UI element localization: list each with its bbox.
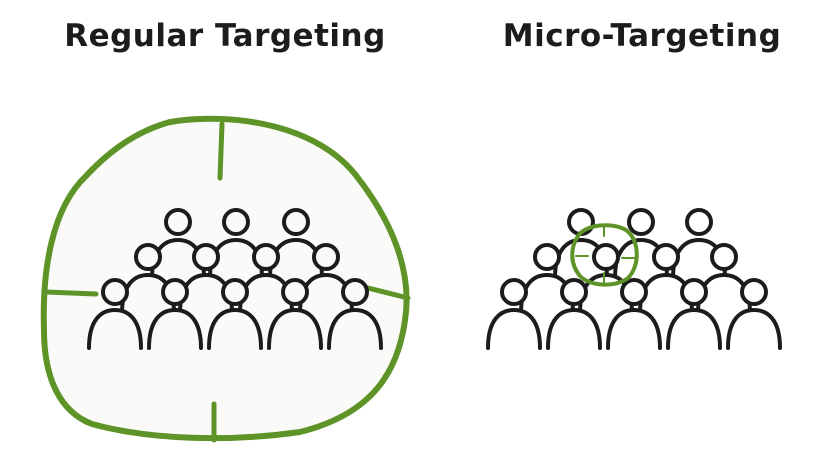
person-icon — [671, 208, 727, 280]
person-icon — [298, 243, 354, 315]
person-icon — [606, 278, 662, 350]
large-target-tick-right — [365, 285, 411, 301]
large-target-tick-top — [217, 121, 225, 181]
large-target-circle-icon — [40, 115, 411, 443]
person-icon — [178, 243, 234, 315]
small-target-ring — [570, 223, 639, 287]
person-icon — [87, 278, 143, 350]
person-icon — [666, 278, 722, 350]
person-icon — [147, 278, 203, 350]
large-target-tick-left — [43, 289, 99, 297]
regular-targeting-title: Regular Targeting — [64, 18, 386, 54]
person-icon — [546, 278, 602, 350]
micro-targeting-title: Micro-Targeting — [503, 18, 782, 54]
regular-crowd — [87, 208, 383, 350]
person-icon — [486, 278, 542, 350]
person-icon — [726, 278, 782, 350]
micro-crowd — [486, 208, 782, 350]
person-icon — [327, 278, 383, 350]
person-icon — [267, 278, 323, 350]
person-icon — [638, 243, 694, 315]
small-target-circle-icon — [570, 223, 639, 287]
person-icon — [696, 243, 752, 315]
person-icon — [207, 278, 263, 350]
large-target-ring — [40, 115, 410, 442]
person-icon — [268, 208, 324, 280]
